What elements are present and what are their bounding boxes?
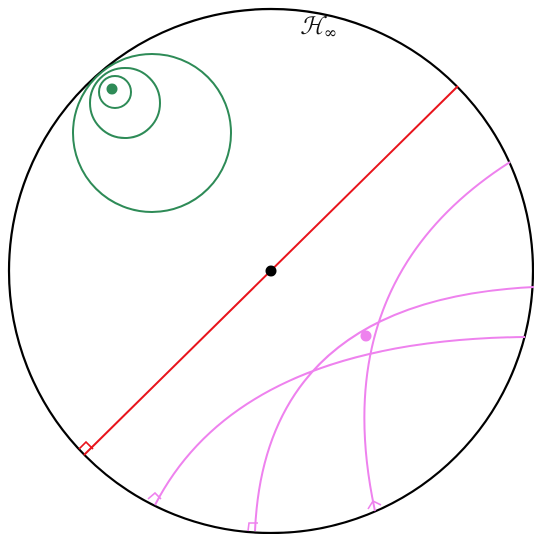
geodesic-pencil — [154, 161, 534, 532]
pencil-marker-1 — [147, 491, 162, 500]
horocycle-small — [98, 75, 132, 109]
boundary-label-glyph: ℋ — [300, 12, 324, 40]
pencil-marker-2 — [247, 522, 258, 532]
center-point — [265, 265, 277, 277]
pencil-geodesic-2 — [254, 286, 534, 532]
boundary-circle — [7, 7, 534, 534]
pencil-common-point — [360, 330, 372, 342]
pencil-marker-3 — [367, 499, 382, 510]
boundary-label-subscript: ∞ — [323, 23, 338, 42]
horocycle-medium — [89, 67, 161, 139]
pencil-geodesic-1 — [154, 336, 526, 506]
diameter-right-angle-marker — [78, 440, 94, 450]
horocycle-center-point — [106, 83, 118, 95]
horocycle-family — [72, 53, 232, 213]
horocycle-large — [72, 53, 232, 213]
pencil-right-angle-markers — [147, 491, 382, 532]
boundary-label: ℋ∞ — [300, 14, 337, 41]
pencil-geodesic-3 — [363, 161, 511, 512]
